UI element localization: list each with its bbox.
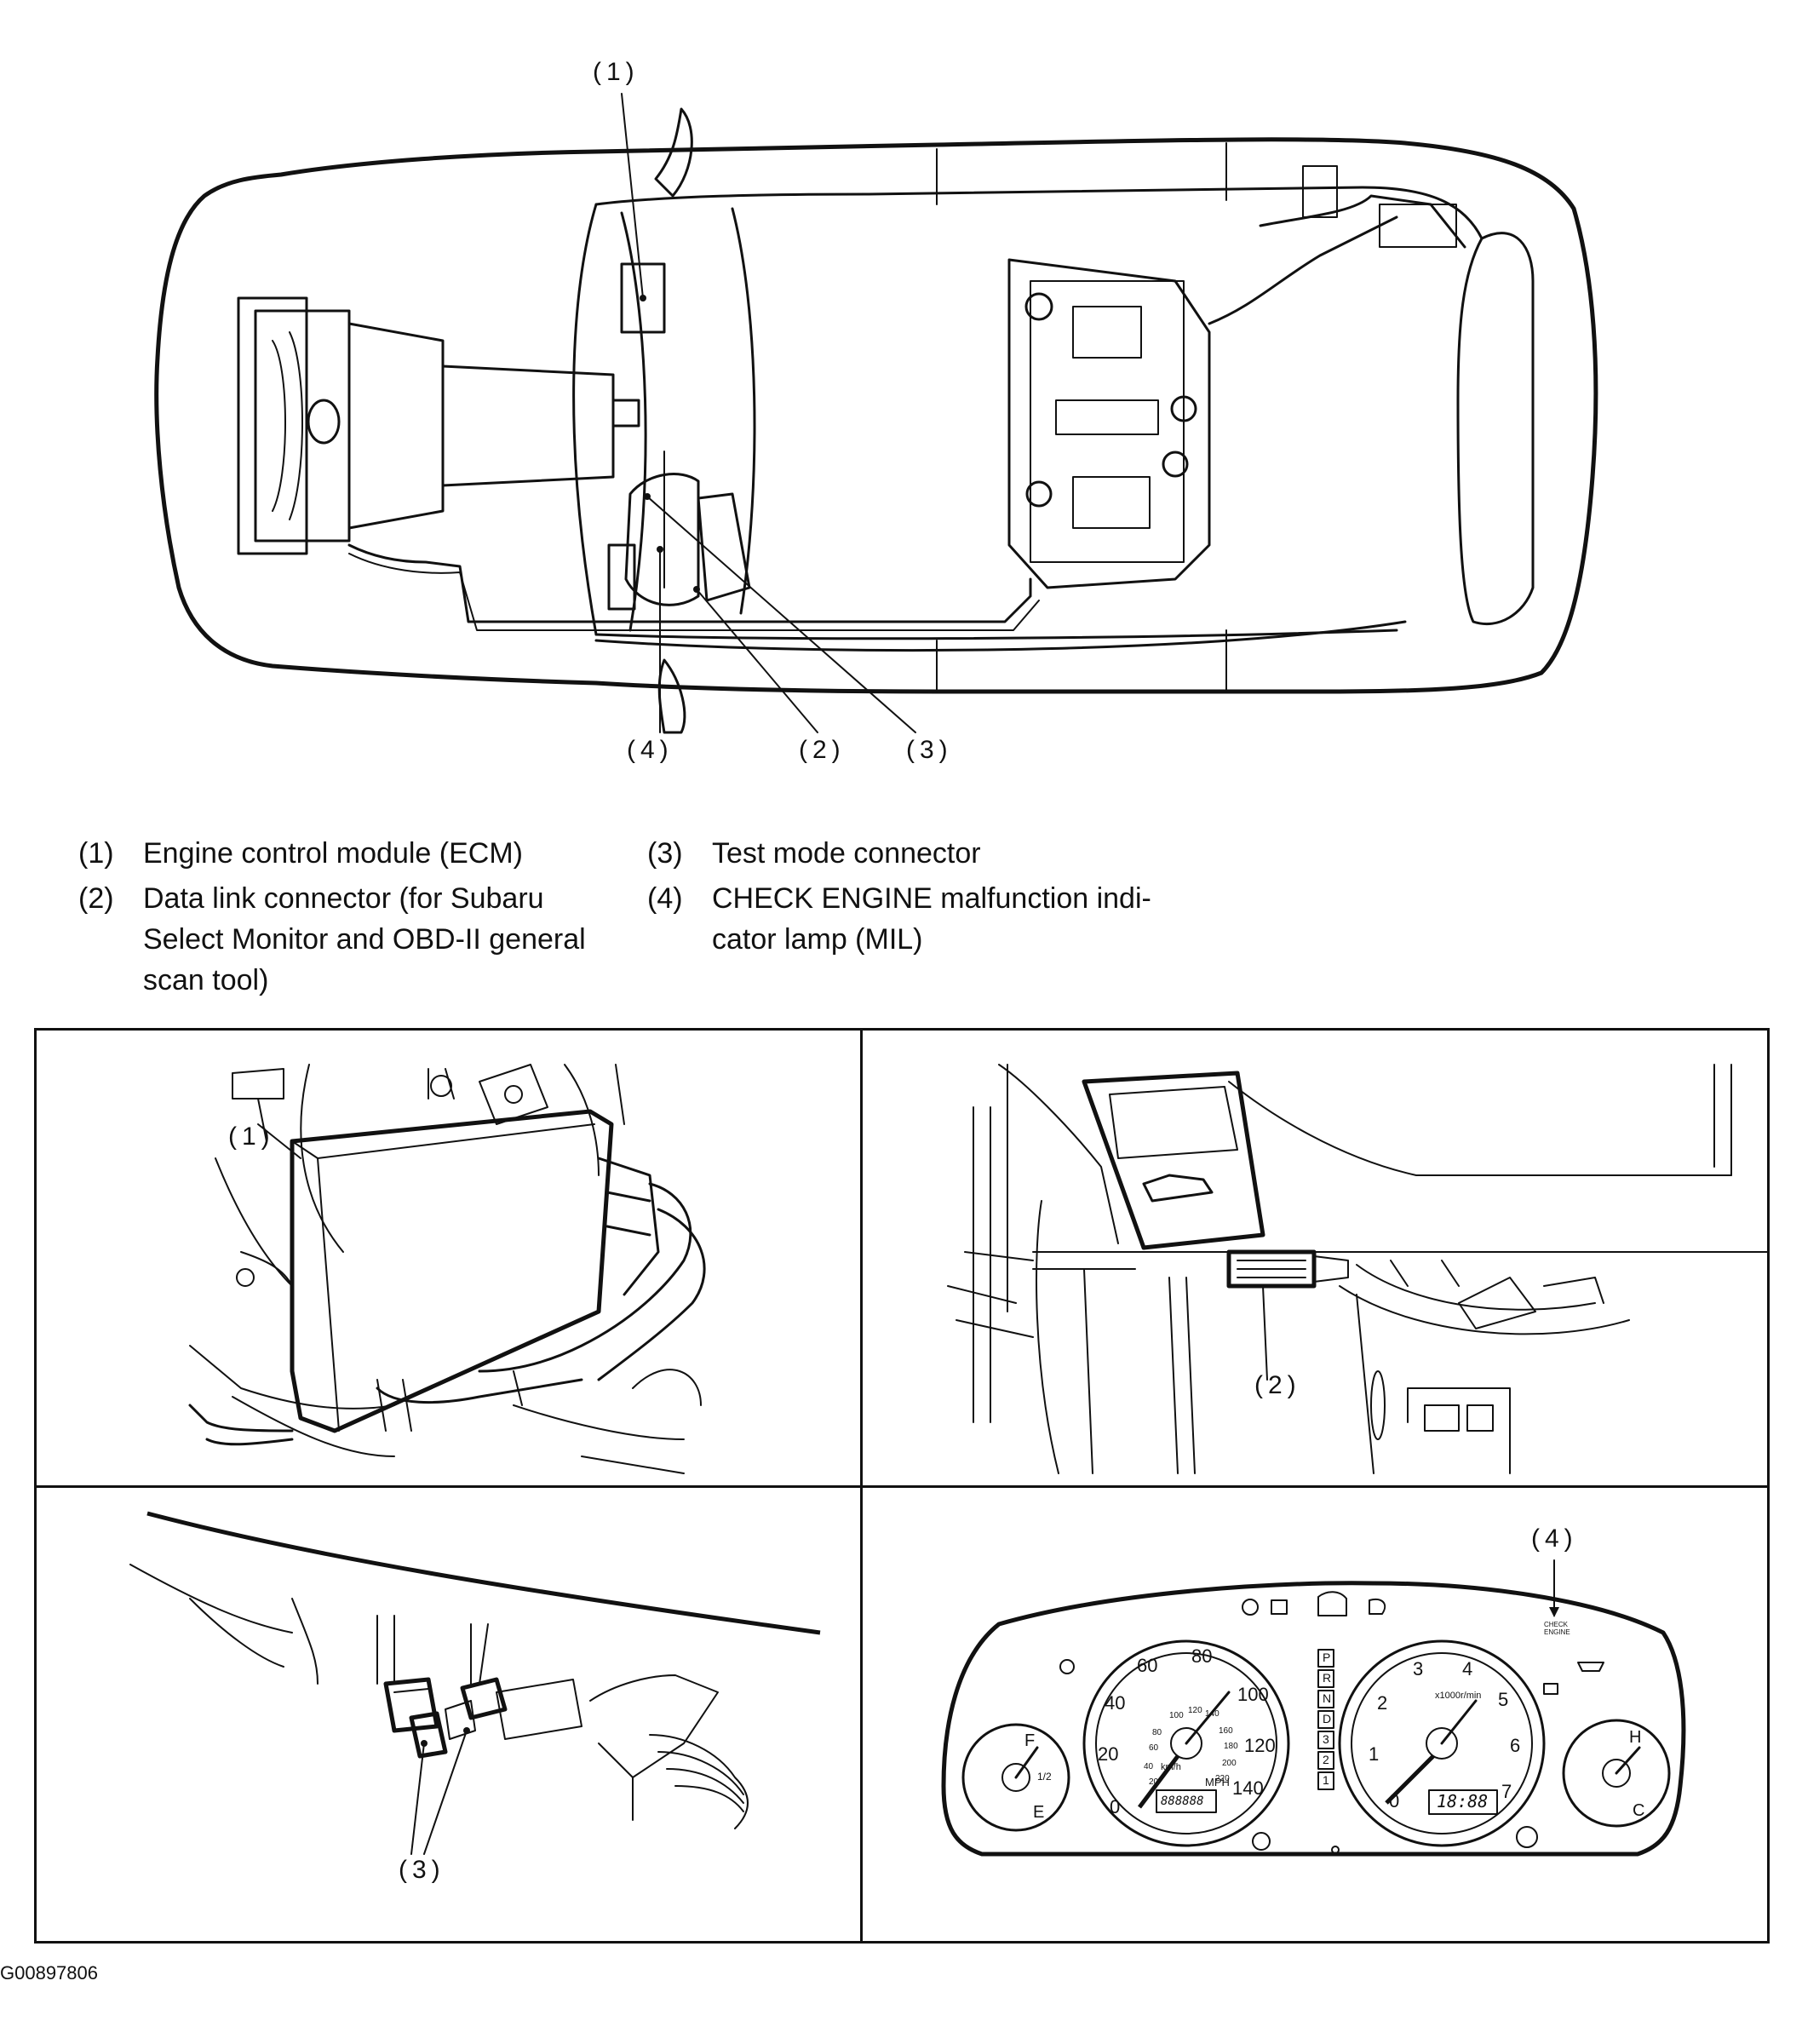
figure-id: G00897806 [0, 1962, 98, 1984]
speedo-mph-60: 60 [1137, 1655, 1158, 1676]
check-engine-label-line1: CHECK [1544, 1621, 1569, 1628]
data-link-connector [1226, 1249, 1317, 1289]
fuel-full: F [1024, 1731, 1036, 1750]
speedo-mph-40: 40 [1105, 1692, 1126, 1714]
panel-test-mode-callout: (3) [399, 1856, 445, 1884]
legend-num-4: (4) [647, 882, 683, 915]
test-mode-leader-b [423, 1730, 468, 1855]
speedo-mph-100: 100 [1237, 1684, 1269, 1705]
panel-cluster-callout: (4) [1531, 1524, 1578, 1553]
overview-callout-1: (1) [593, 58, 640, 86]
legend-text-2-line2: Select Monitor and OBD-II general [143, 923, 586, 956]
tacho-5: 5 [1498, 1689, 1509, 1710]
gear-r: R [1323, 1671, 1332, 1685]
tacho-7: 7 [1501, 1781, 1512, 1802]
gear-n: N [1323, 1691, 1332, 1705]
legend-text-4-line2: cator lamp (MIL) [712, 923, 923, 956]
check-engine-label-line2: ENGINE [1544, 1628, 1570, 1636]
legend-num-3: (3) [647, 837, 683, 870]
speedometer [1082, 1639, 1290, 1847]
panel-ecm-callout: (1) [228, 1122, 275, 1151]
overview-callout-3: (3) [906, 736, 953, 764]
legend-num-2: (2) [78, 882, 114, 915]
data-link-illustration [947, 1064, 1767, 1474]
fuel-empty: E [1033, 1803, 1045, 1822]
tachometer [1338, 1639, 1546, 1847]
tacho-0: 0 [1389, 1790, 1400, 1811]
legend-text-2-line3: scan tool) [143, 964, 269, 996]
panel-ecm: (1) [34, 1028, 863, 1488]
odometer-display: 888888 [1161, 1794, 1204, 1808]
speedo-kmh-40: 40 [1144, 1762, 1154, 1771]
legend-text-4-line1: CHECK ENGINE malfunction indi- [712, 882, 1151, 915]
car-body-outline [154, 137, 1598, 694]
speedo-mph-0: 0 [1110, 1796, 1121, 1817]
tacho-1: 1 [1369, 1743, 1380, 1765]
ecm-illustration [188, 1064, 706, 1474]
speedometer-needle [1138, 1754, 1179, 1809]
gear-p: P [1323, 1651, 1331, 1664]
instrument-cluster-illustration [941, 1559, 1686, 1857]
ecm-leader-line [257, 1123, 301, 1159]
legend-text-3: Test mode connector [712, 837, 981, 870]
gear-indicator-boxes [1317, 1649, 1334, 1790]
vehicle-overview-diagram [154, 93, 1598, 734]
gear-d: D [1323, 1712, 1332, 1725]
clock-display: 18:88 [1437, 1791, 1489, 1811]
speedo-mph-120: 120 [1244, 1735, 1276, 1756]
data-link-leader-line [1262, 1285, 1268, 1381]
tacho-3: 3 [1413, 1658, 1424, 1679]
leader-line-2 [696, 589, 818, 733]
speedo-unit-kmh: km/h [1161, 1762, 1181, 1772]
speedo-mph-80: 80 [1191, 1645, 1213, 1667]
panel-test-mode: (3) [34, 1485, 863, 1944]
overview-callout-4: (4) [627, 736, 674, 764]
test-mode-connector-a [383, 1677, 439, 1733]
test-mode-connector-b [460, 1677, 508, 1720]
speedo-kmh-20: 20 [1149, 1777, 1159, 1787]
tacho-unit: x1000r/min [1435, 1691, 1482, 1701]
gear-1: 1 [1323, 1773, 1329, 1787]
tacho-2: 2 [1377, 1692, 1388, 1714]
speedo-kmh-100: 100 [1169, 1711, 1184, 1720]
tacho-6: 6 [1510, 1735, 1521, 1756]
speedo-kmh-160: 160 [1219, 1726, 1233, 1736]
speedo-kmh-200: 200 [1222, 1759, 1237, 1768]
tachometer-needle [1385, 1754, 1435, 1805]
test-mode-leader-a [410, 1743, 425, 1855]
panel-cluster: (4) [860, 1485, 1770, 1944]
speedo-kmh-60: 60 [1149, 1743, 1159, 1753]
speedo-kmh-140: 140 [1205, 1709, 1220, 1719]
overview-callout-2: (2) [799, 736, 846, 764]
temp-hot: H [1629, 1728, 1642, 1747]
legend-text-2-line1: Data link connector (for Subaru [143, 882, 544, 915]
speedo-mph-20: 20 [1098, 1743, 1119, 1765]
speedo-kmh-180: 180 [1224, 1742, 1238, 1751]
gear-2: 2 [1323, 1753, 1329, 1766]
fuel-half: 1/2 [1037, 1771, 1052, 1783]
panel-data-link-callout: (2) [1254, 1371, 1301, 1399]
speedo-unit-mph: MPH [1205, 1776, 1230, 1788]
leader-line-1 [621, 93, 644, 299]
tacho-4: 4 [1462, 1658, 1473, 1679]
speedo-kmh-80: 80 [1152, 1728, 1162, 1737]
legend: (1) Engine control module (ECM) (2) Data… [78, 837, 1151, 996]
legend-num-1: (1) [78, 837, 114, 870]
speedo-mph-140: 140 [1232, 1777, 1264, 1799]
legend-text-1: Engine control module (ECM) [143, 837, 523, 870]
leader-line-3 [646, 496, 916, 733]
speedo-kmh-220: 220 [1215, 1774, 1230, 1783]
panel-data-link: (2) [860, 1028, 1770, 1488]
test-mode-illustration [129, 1511, 821, 1855]
temp-cold: C [1633, 1801, 1645, 1820]
gear-3: 3 [1323, 1732, 1329, 1746]
ecm-location [620, 262, 666, 334]
speedo-kmh-120: 120 [1188, 1706, 1202, 1715]
